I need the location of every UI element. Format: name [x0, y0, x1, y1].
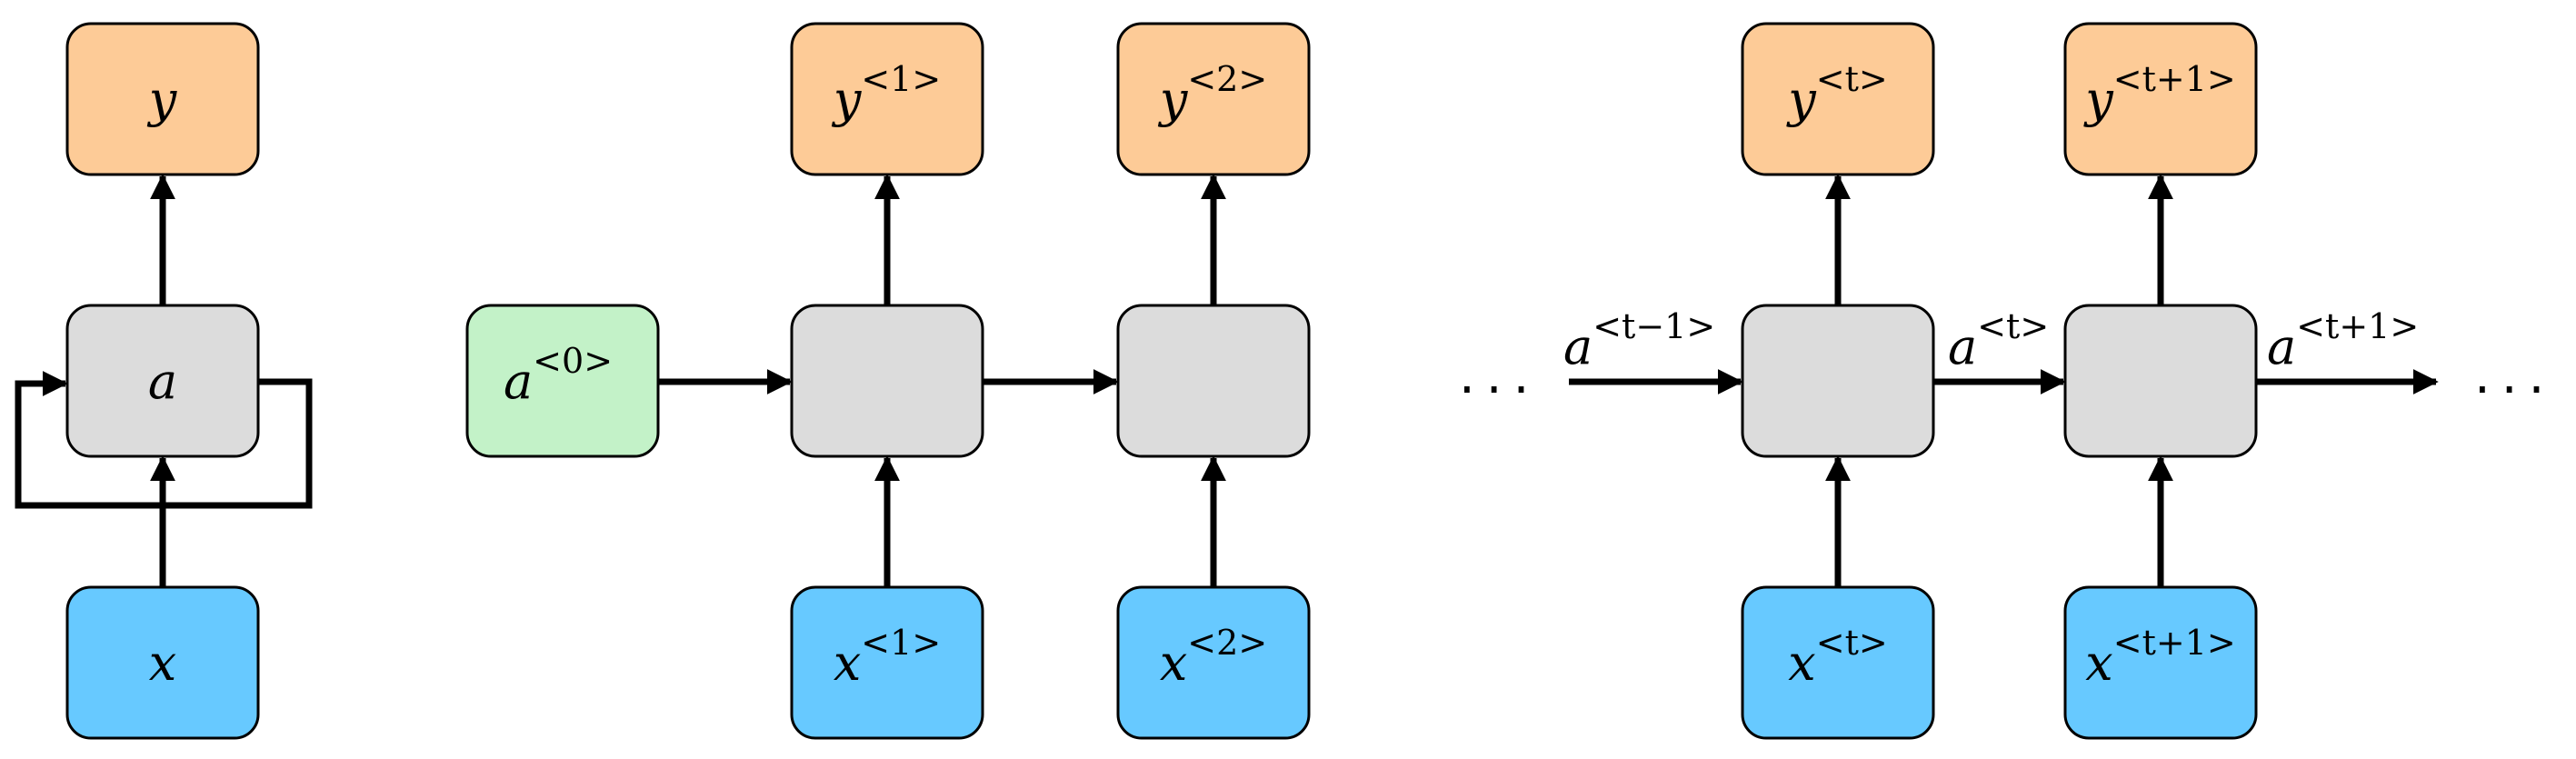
input-node-t: x<t> — [1741, 585, 1935, 740]
edge-label-t-plus-1: a<t+1> — [2267, 306, 2419, 375]
edge-sup-t-minus-1: <t−1> — [1593, 306, 1715, 346]
folded-output-node: y — [65, 22, 260, 176]
input-label-t: x<t> — [1788, 623, 1887, 692]
edge-label-t: a<t> — [1948, 306, 2049, 375]
edge-sup-t: <t> — [1977, 306, 2049, 346]
input-node-2: x<2> — [1116, 585, 1311, 740]
initial-state-sup: <0> — [533, 341, 613, 381]
folded-rnn: y a x — [15, 22, 313, 740]
folded-recurrent-loop-arrow — [15, 371, 313, 509]
input-base-t-plus-1: x — [2085, 634, 2112, 692]
input-node-1: x<1> — [790, 585, 984, 740]
output-base-t-plus-1: y — [2083, 71, 2114, 128]
input-base-2: x — [1160, 634, 1187, 692]
output-label-t-plus-1: y<t+1> — [2083, 59, 2235, 128]
folded-input-label: x — [149, 634, 176, 692]
folded-hidden-label: a — [148, 353, 177, 410]
initial-state-node: a<0> — [465, 304, 660, 458]
input-base-1: x — [834, 634, 861, 692]
input-node-t-plus-1: x<t+1> — [2063, 585, 2258, 740]
time-step-t: y<t> x<t> — [1741, 22, 1935, 740]
output-sup-2: <2> — [1187, 59, 1267, 99]
initial-state-label: a<0> — [504, 341, 613, 410]
edge-label-t-minus-1: a<t−1> — [1563, 306, 1715, 375]
output-node-t: y<t> — [1741, 22, 1935, 176]
edge-base-t-plus-1: a — [2267, 318, 2296, 375]
input-sup-2: <2> — [1187, 623, 1267, 663]
hidden-node-t — [1741, 304, 1935, 458]
output-label-2: y<2> — [1158, 59, 1267, 128]
input-sup-1: <1> — [861, 623, 941, 663]
output-sup-t-plus-1: <t+1> — [2113, 59, 2236, 99]
input-label-1: x<1> — [834, 623, 941, 692]
output-base-t: y — [1786, 71, 1817, 128]
input-label-t-plus-1: x<t+1> — [2085, 623, 2235, 692]
ellipsis-left: ... — [1459, 346, 1540, 405]
time-step-t-plus-1: y<t+1> x<t+1> — [2063, 22, 2258, 740]
time-step-1: y<1> x<1> — [790, 22, 984, 740]
ellipsis-right: ... — [2474, 346, 2555, 405]
unrolled-rnn: a<0> y<1> x<1> y<2> — [465, 22, 2555, 740]
output-label-1: y<1> — [832, 59, 941, 128]
output-label-t: y<t> — [1786, 59, 1887, 128]
edge-sup-t-plus-1: <t+1> — [2296, 306, 2419, 346]
input-base-t: x — [1788, 634, 1815, 692]
time-step-2: y<2> x<2> — [1116, 22, 1311, 740]
hidden-node-2 — [1116, 304, 1311, 458]
input-label-2: x<2> — [1160, 623, 1267, 692]
folded-output-label: y — [147, 71, 178, 128]
input-sup-t: <t> — [1816, 623, 1888, 663]
output-node-2: y<2> — [1116, 22, 1311, 176]
edge-base-t: a — [1948, 318, 1977, 375]
hidden-node-t-plus-1 — [2063, 304, 2258, 458]
output-node-1: y<1> — [790, 22, 984, 176]
input-sup-t-plus-1: <t+1> — [2113, 623, 2236, 663]
output-node-t-plus-1: y<t+1> — [2063, 22, 2258, 176]
output-sup-t: <t> — [1816, 59, 1888, 99]
edge-base-t-minus-1: a — [1563, 318, 1593, 375]
hidden-node-1 — [790, 304, 984, 458]
output-base-1: y — [832, 71, 863, 128]
folded-input-node: x — [65, 585, 260, 740]
output-sup-1: <1> — [861, 59, 941, 99]
output-base-2: y — [1158, 71, 1189, 128]
initial-state-base: a — [504, 353, 533, 410]
folded-hidden-node: a — [65, 304, 260, 458]
